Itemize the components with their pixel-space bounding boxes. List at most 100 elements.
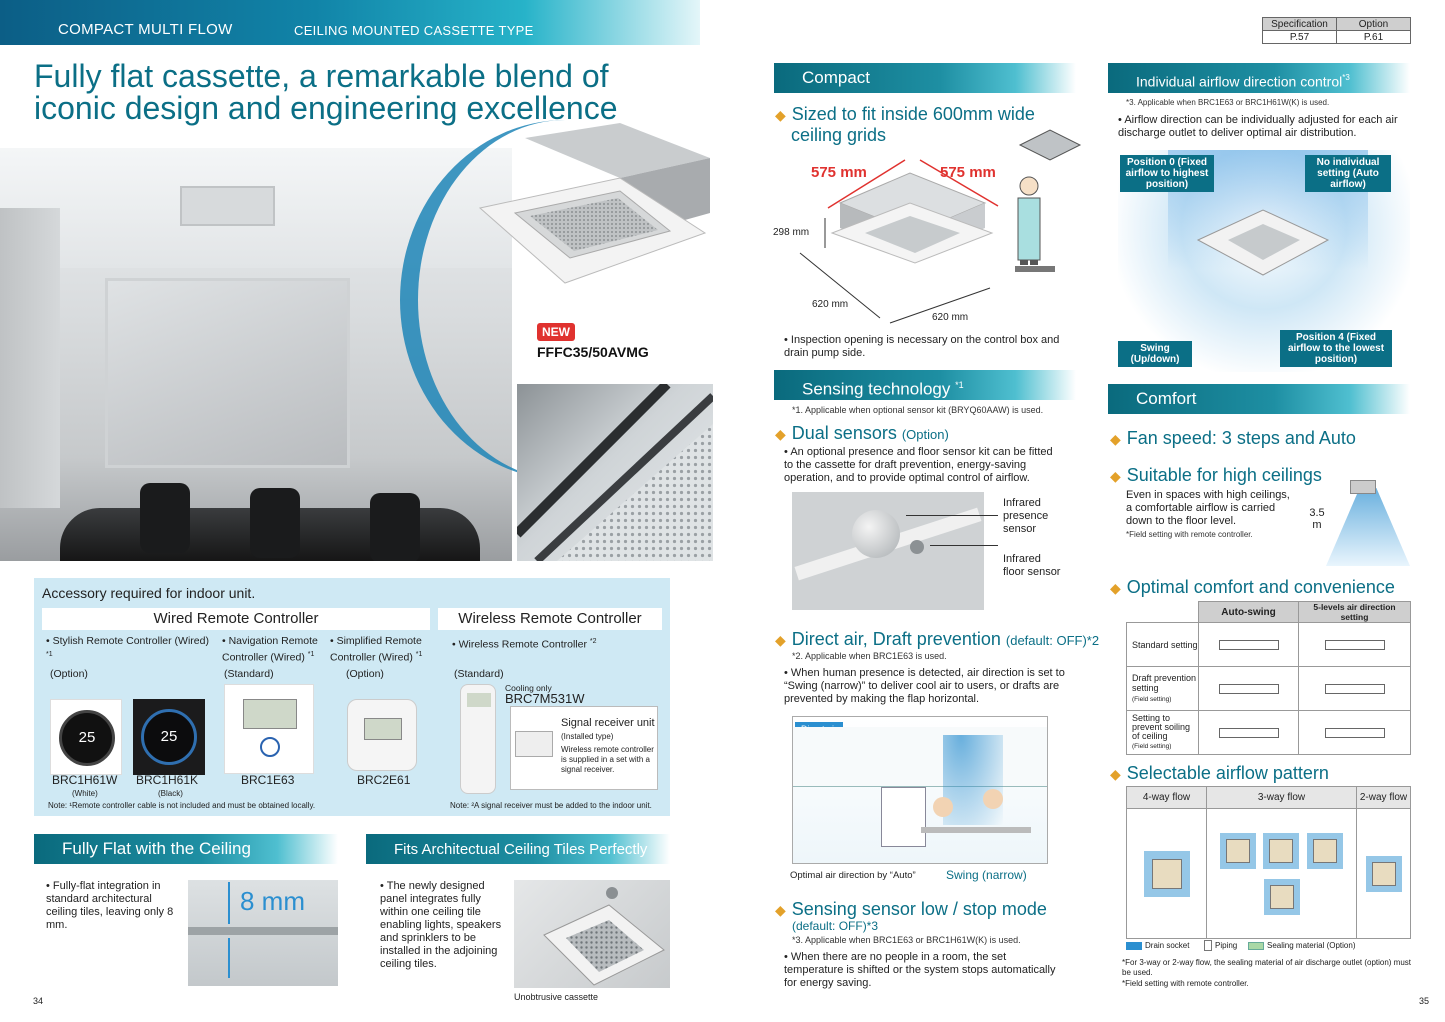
soiling-auto-cell xyxy=(1198,710,1299,755)
arch-section-bar: Fits Architectual Ceiling Tiles Perfectl… xyxy=(366,834,670,864)
piping-legend: Piping xyxy=(1215,941,1238,950)
drain-socket-legend: Drain socket xyxy=(1145,941,1190,950)
spec-header: Specification xyxy=(1262,17,1337,31)
brc1e63-image xyxy=(224,684,314,774)
low-stop-default: (default: OFF)*3 xyxy=(792,919,879,933)
direct-air-caption-right: Swing (narrow) xyxy=(946,868,1027,882)
position-4-callout: Position 4 (Fixed airflow to the lowest … xyxy=(1280,330,1392,367)
high-ceiling-heading: ◆Suitable for high ceilings xyxy=(1110,465,1322,485)
flat-dimension: 8 mm xyxy=(240,886,305,916)
four-way-cell xyxy=(1126,808,1207,939)
controller-1-name: • Stylish Remote Controller (Wired) *1 xyxy=(46,635,209,658)
auto-swing-header: Auto-swing xyxy=(1198,601,1299,623)
diamond-bullet-icon: ◆ xyxy=(1110,468,1121,484)
leader-line-1 xyxy=(906,515,998,516)
compact-dimension-diagram xyxy=(799,159,1055,324)
pattern-footnote-1: *For 3-way or 2-way flow, the sealing ma… xyxy=(1122,958,1412,977)
standard-auto-cell xyxy=(1198,622,1299,667)
spec-page-link[interactable]: P.57 xyxy=(1262,30,1337,44)
low-stop-heading: ◆Sensing sensor low / stop mode xyxy=(775,899,1047,919)
piping-swatch xyxy=(1204,940,1212,951)
direct-air-note: *2. Applicable when BRC1E63 is used. xyxy=(792,651,947,661)
diamond-bullet-icon: ◆ xyxy=(1110,580,1121,596)
cassette-small-icon xyxy=(1350,480,1376,494)
no-individual-callout: No individual setting (Auto airflow) xyxy=(1305,155,1391,192)
series-name: COMPACT MULTI FLOW xyxy=(58,21,233,38)
brc1h61w-image: 25 xyxy=(50,699,122,775)
low-stop-text: • When there are no people in a room, th… xyxy=(784,951,1056,989)
two-way-header: 2-way flow xyxy=(1356,786,1411,809)
two-way-cell xyxy=(1356,808,1411,939)
arch-caption: Unobtrusive cassette xyxy=(514,992,599,1002)
option-page-link[interactable]: P.61 xyxy=(1336,30,1411,44)
product-type: CEILING MOUNTED CASSETTE TYPE xyxy=(294,23,534,38)
arch-photo xyxy=(514,880,670,988)
diamond-bullet-icon: ◆ xyxy=(775,107,786,123)
product-model: FFFC35/50AVMG xyxy=(537,344,649,360)
sealing-legend: Sealing material (Option) xyxy=(1267,941,1356,950)
pattern-footnote-2: *Field setting with remote controller. xyxy=(1122,979,1249,988)
flat-photo: 8 mm xyxy=(188,880,338,986)
airflow-pattern-table: 4-way flow 3-way flow 2-way flow xyxy=(1126,786,1411,939)
direct-air-heading: ◆Direct air, Draft prevention (default: … xyxy=(775,629,1100,649)
ceiling-height-label: 3.5 m xyxy=(1309,507,1325,531)
comfort-settings-table: Auto-swing 5-levels air direction settin… xyxy=(1126,601,1411,755)
drain-socket-swatch xyxy=(1126,942,1142,950)
brc2e61-image xyxy=(347,699,417,771)
draft-auto-cell xyxy=(1198,666,1299,711)
title-line-1: Fully flat cassette, a remarkable blend … xyxy=(34,58,609,94)
cooling-only-label: Cooling only xyxy=(505,683,552,693)
controller-3-name: • Simplified Remote Controller (Wired) *… xyxy=(330,635,423,664)
wireless-remote-image xyxy=(460,684,496,794)
position-0-callout: Position 0 (Fixed airflow to highest pos… xyxy=(1120,155,1214,192)
depth-label-1: 620 mm xyxy=(812,299,849,310)
individual-section-bar: Individual airflow direction control*3 xyxy=(1108,63,1410,93)
direct-air-text: • When human presence is detected, air d… xyxy=(784,667,1065,705)
sensor-photo xyxy=(792,492,984,610)
airflow-cone xyxy=(1326,488,1410,566)
five-level-header: 5-levels air direction setting xyxy=(1298,601,1411,623)
compact-note: • Inspection opening is necessary on the… xyxy=(784,334,1060,359)
diamond-bullet-icon: ◆ xyxy=(775,426,786,442)
controller-2-name: • Navigation Remote Controller (Wired) *… xyxy=(222,635,318,664)
leader-line-2 xyxy=(930,545,998,546)
dual-sensors-text: • An optional presence and floor sensor … xyxy=(784,446,1053,484)
high-ceiling-note: *Field setting with remote controller. xyxy=(1126,530,1253,539)
accessory-heading: Accessory required for indoor unit. xyxy=(42,585,256,601)
title-line-2: iconic design and engineering excellence xyxy=(34,90,618,126)
wired-title: Wired Remote Controller xyxy=(42,608,430,630)
four-way-header: 4-way flow xyxy=(1126,786,1207,809)
brc1h61k-model: BRC1H61K xyxy=(136,773,199,787)
brc7m531w-model: BRC7M531W xyxy=(505,691,585,706)
draft-5level-cell xyxy=(1298,666,1411,711)
presence-sensor-label: Infrared presence sensor xyxy=(1003,497,1049,535)
brc1h61k-image: 25 xyxy=(133,699,205,775)
soiling-setting-label: Setting to prevent soiling of ceiling(Fi… xyxy=(1126,710,1199,755)
height-label: 298 mm xyxy=(773,227,810,238)
swing-callout: Swing (Up/down) xyxy=(1118,341,1192,367)
closeup-photo xyxy=(517,384,713,561)
high-ceiling-text: Even in spaces with high ceilings, a com… xyxy=(1126,489,1290,527)
draft-setting-label: Draft prevention setting(Field setting) xyxy=(1126,666,1199,711)
page-number-left: 34 xyxy=(33,996,44,1006)
brc1h61w-model: BRC1H61W xyxy=(52,773,118,787)
soiling-5level-cell xyxy=(1298,710,1411,755)
wireless-title: Wireless Remote Controller xyxy=(438,608,662,630)
dual-sensors-heading: ◆Dual sensors (Option) xyxy=(775,423,949,443)
page-number-right: 35 xyxy=(1419,996,1430,1006)
standard-setting-label: Standard setting xyxy=(1126,622,1199,667)
three-way-header: 3-way flow xyxy=(1206,786,1357,809)
diamond-bullet-icon: ◆ xyxy=(1110,431,1121,447)
comfort-section-bar: Comfort xyxy=(1108,384,1410,414)
floor-sensor-label: Infrared floor sensor xyxy=(1003,553,1061,578)
three-way-cell xyxy=(1206,808,1357,939)
controller-3-kind: (Option) xyxy=(346,668,384,680)
diamond-bullet-icon: ◆ xyxy=(775,632,786,648)
arch-text: • The newly designed panel integrates fu… xyxy=(380,880,502,970)
controller-4-kind: (Standard) xyxy=(454,668,504,680)
pattern-heading: ◆Selectable airflow pattern xyxy=(1110,763,1329,783)
depth-label-2: 620 mm xyxy=(932,312,969,323)
option-header: Option xyxy=(1336,17,1411,31)
new-badge: NEW xyxy=(537,323,575,341)
controller-1-kind: (Option) xyxy=(50,668,88,680)
